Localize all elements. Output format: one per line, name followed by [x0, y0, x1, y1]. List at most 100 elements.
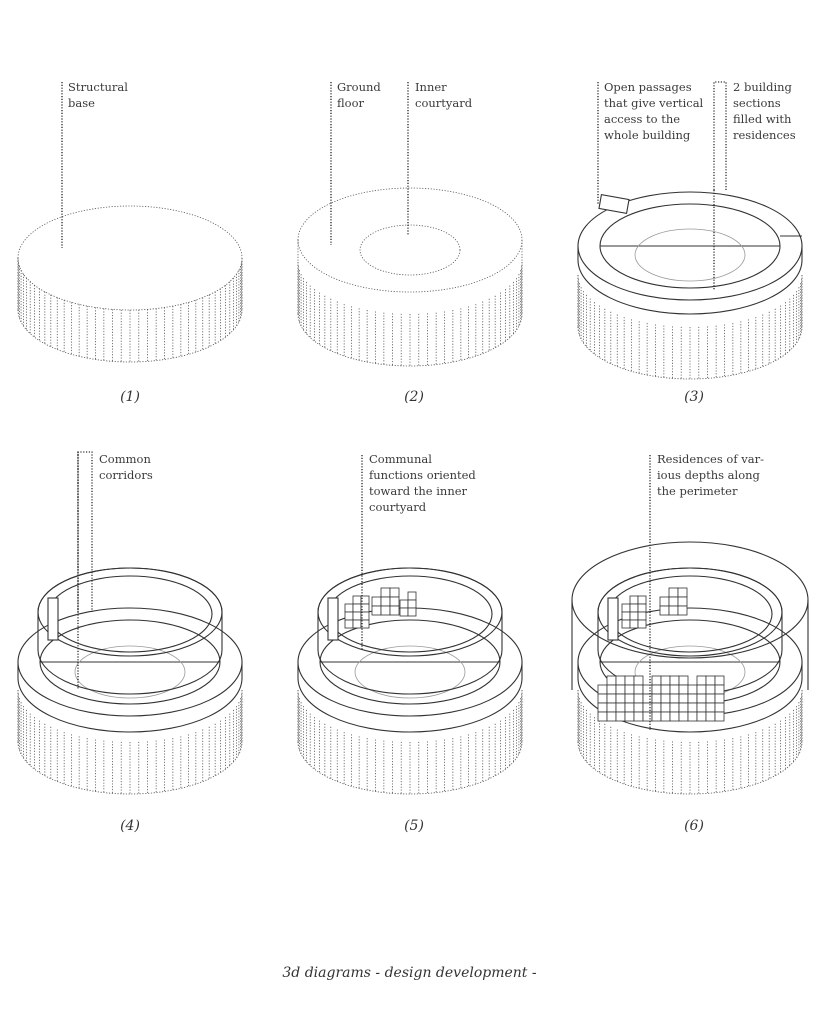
residence-unit: [696, 702, 707, 713]
building-ring-top: [577, 191, 803, 301]
communal-unit: [637, 595, 647, 605]
panel-number-3: (3): [684, 389, 704, 405]
label-ground-floor: Ground floor: [337, 80, 381, 110]
communal-unit: [389, 605, 400, 616]
residence-unit: [606, 702, 617, 713]
residence-unit: [597, 702, 608, 713]
residence-unit: [669, 693, 680, 704]
residence-unit: [669, 675, 680, 686]
communal-unit: [629, 603, 639, 613]
inner-courtyard-outline: [359, 224, 461, 276]
label-residences: Residences of var- ious depths along the…: [657, 452, 764, 498]
residence-unit: [705, 702, 716, 713]
residence-unit: [669, 684, 680, 695]
communal-unit: [677, 605, 688, 616]
residence-unit: [705, 711, 716, 722]
residence-unit: [624, 711, 635, 722]
residence-unit: [687, 702, 698, 713]
communal-unit: [380, 605, 391, 616]
courtyard-outline: [634, 228, 746, 282]
residence-unit: [678, 711, 689, 722]
residence-unit: [597, 684, 608, 695]
communal-unit: [629, 619, 639, 629]
base-bottom-edge: [297, 741, 523, 795]
residence-unit: [660, 675, 671, 686]
label-open-passages: Open passages that give vertical access …: [604, 80, 704, 142]
p4-ring-top: [17, 607, 243, 717]
residence-unit: [660, 684, 671, 695]
communal-unit: [371, 596, 382, 607]
communal-unit: [399, 599, 409, 609]
panel-number-5: (5): [404, 818, 424, 834]
residence-unit: [633, 675, 644, 686]
residence-unit: [606, 693, 617, 704]
residence-unit: [651, 693, 662, 704]
communal-unit: [637, 603, 647, 613]
residence-unit: [606, 684, 617, 695]
communal-unit: [677, 596, 688, 607]
communal-unit: [407, 599, 417, 609]
residence-unit: [624, 684, 635, 695]
communal-unit: [344, 611, 354, 621]
residence-unit: [660, 693, 671, 704]
courtyard-outline: [74, 645, 186, 699]
communal-unit: [352, 611, 362, 621]
residence-unit: [669, 702, 680, 713]
residence-unit: [615, 675, 626, 686]
label-inner-courtyard: Inner courtyard: [415, 80, 473, 110]
panel-number-6: (6): [684, 818, 704, 834]
communal-unit: [621, 603, 631, 613]
leader-bracket: [713, 81, 727, 190]
residence-unit: [678, 684, 689, 695]
communal-unit: [360, 603, 370, 613]
communal-unit: [399, 607, 409, 617]
residence-unit: [633, 711, 644, 722]
residence-unit: [714, 675, 725, 686]
residence-unit: [597, 711, 608, 722]
p4-ring-side: [17, 661, 243, 733]
residence-unit: [624, 675, 635, 686]
label-communal-functions: Communal functions oriented toward the i…: [369, 452, 476, 514]
residence-unit: [651, 702, 662, 713]
communal-unit: [668, 596, 679, 607]
communal-unit: [352, 595, 362, 605]
communal-unit: [344, 619, 354, 629]
communal-unit: [677, 587, 688, 598]
residence-unit: [678, 675, 689, 686]
communal-unit: [380, 596, 391, 607]
label-structural-base: Structural base: [68, 80, 128, 110]
communal-unit: [407, 607, 417, 617]
communal-unit: [668, 605, 679, 616]
p5-ring-side: [297, 661, 523, 733]
base-bottom-edge: [17, 741, 243, 795]
residence-unit: [714, 711, 725, 722]
base-bottom-edge: [577, 326, 803, 380]
base-bottom-edge: [577, 741, 803, 795]
residence-unit: [624, 693, 635, 704]
communal-unit: [360, 595, 370, 605]
communal-unit: [360, 619, 370, 629]
residence-unit: [696, 693, 707, 704]
residence-unit: [651, 675, 662, 686]
residence-unit: [633, 684, 644, 695]
label-building-sections: 2 building sections filled with residenc…: [733, 80, 796, 142]
residence-unit: [606, 675, 617, 686]
p4-passage-wall: [47, 597, 59, 641]
base-top-edge: [17, 205, 243, 311]
panel-number-4: (4): [120, 818, 140, 834]
residence-unit: [615, 711, 626, 722]
communal-unit: [629, 611, 639, 621]
residence-unit: [615, 684, 626, 695]
communal-unit: [637, 619, 647, 629]
communal-unit: [621, 611, 631, 621]
communal-unit: [637, 611, 647, 621]
residence-unit: [696, 711, 707, 722]
p5-corridor-top: [317, 567, 503, 657]
residence-unit: [669, 711, 680, 722]
courtyard-outline: [354, 645, 466, 699]
residence-unit: [651, 684, 662, 695]
residence-unit: [696, 684, 707, 695]
residence-unit: [705, 684, 716, 695]
p5-passage-wall: [327, 597, 339, 641]
